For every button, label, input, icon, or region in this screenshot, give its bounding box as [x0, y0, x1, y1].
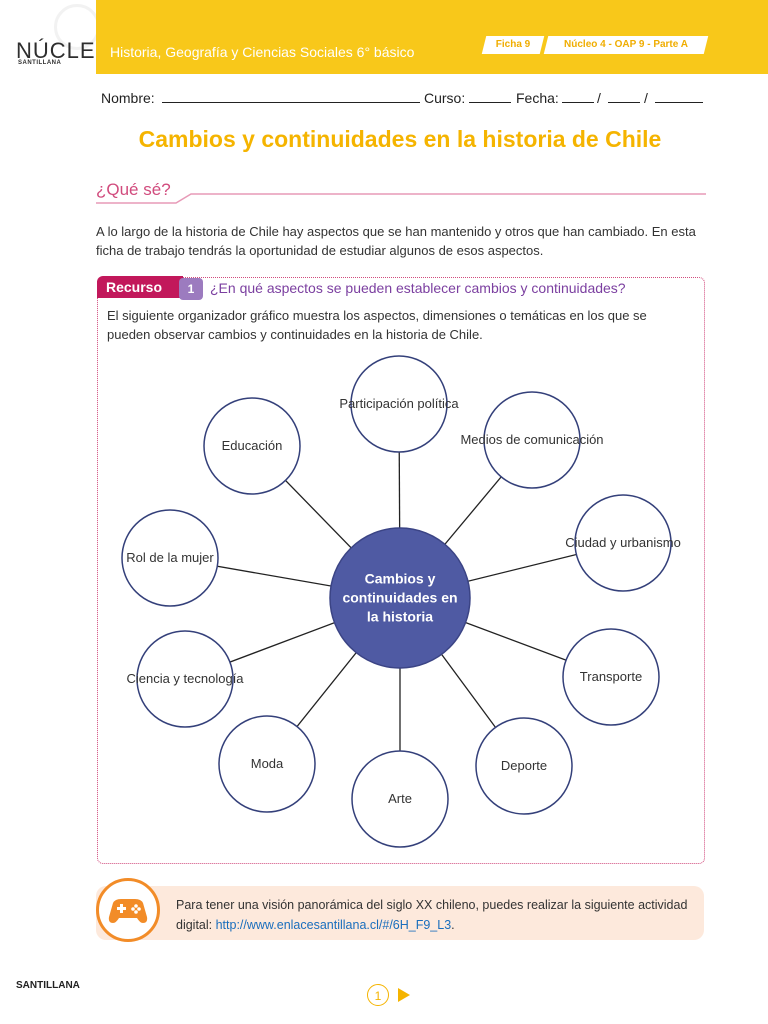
- fecha-label: Fecha:: [516, 90, 559, 106]
- node-label: Moda: [250, 756, 284, 771]
- fecha-year-field[interactable]: [655, 90, 703, 103]
- center-label: Cambios y continuidades en la historia: [342, 570, 458, 625]
- center-circle: [329, 527, 471, 669]
- node-circle: [574, 494, 672, 592]
- nombre-field[interactable]: [162, 90, 420, 103]
- curso-label: Curso:: [424, 90, 466, 106]
- node-circle: [475, 717, 573, 815]
- recurso-box: [97, 277, 705, 864]
- footer-logo: SANTILLANA: [16, 980, 80, 991]
- subject-title: Historia, Geografía y Ciencias Sociales …: [110, 44, 415, 60]
- node-label: Medios de comunicación: [460, 432, 604, 447]
- recurso-tag: [97, 276, 183, 298]
- brand-logo-sub: SANTILLANA: [18, 60, 62, 66]
- node-label: Rol de la mujer: [126, 550, 214, 565]
- page-number: 1: [367, 984, 389, 1006]
- page-title: Cambios y continuidades en la historia d…: [138, 126, 662, 152]
- next-page-arrow[interactable]: [398, 988, 410, 1002]
- recurso-tag-label: Recurso: [106, 279, 163, 295]
- digital-activity-text: Para tener una visión panorámica del sig…: [176, 895, 696, 935]
- date-separator: /: [644, 90, 648, 106]
- node-label: Deporte: [500, 758, 548, 773]
- node-label: Ciencia y tecnología: [126, 671, 244, 686]
- que-se-underline: [96, 193, 706, 204]
- recurso-number: 1: [179, 278, 203, 300]
- node-circle: [121, 509, 219, 607]
- node-label: Educación: [221, 438, 283, 453]
- node-label: Participación política: [339, 396, 459, 411]
- curso-field[interactable]: [469, 90, 511, 103]
- node-label: Arte: [388, 791, 412, 806]
- node-circle: [218, 715, 316, 813]
- digital-text: Para tener una visión panorámica del sig…: [176, 898, 688, 932]
- digital-activity-box: [96, 886, 704, 940]
- node-circle: [562, 628, 660, 726]
- date-separator: /: [597, 90, 601, 106]
- que-se-heading: ¿Qué sé?: [96, 180, 171, 199]
- node-circle: [136, 630, 234, 728]
- recurso-description: El siguiente organizador gráfico muestra…: [107, 308, 647, 342]
- node-label: Transporte: [579, 669, 643, 684]
- node-circle: [483, 391, 581, 489]
- digital-end: .: [451, 918, 455, 932]
- fecha-month-field[interactable]: [608, 90, 640, 103]
- digital-link[interactable]: http://www.enlacesantillana.cl/#/6H_F9_L…: [215, 918, 452, 932]
- node-label: Ciudad y urbanismo: [565, 535, 681, 550]
- node-circle: [203, 397, 301, 495]
- intro-text: A lo largo de la historia de Chile hay a…: [96, 224, 696, 258]
- node-circle: [350, 355, 448, 453]
- recurso-question: ¿En qué aspectos se pueden establecer ca…: [210, 280, 626, 296]
- gamepad-icon: [96, 878, 160, 942]
- fecha-day-field[interactable]: [562, 90, 594, 103]
- node-circle: [351, 750, 449, 848]
- nombre-label: Nombre:: [101, 90, 155, 106]
